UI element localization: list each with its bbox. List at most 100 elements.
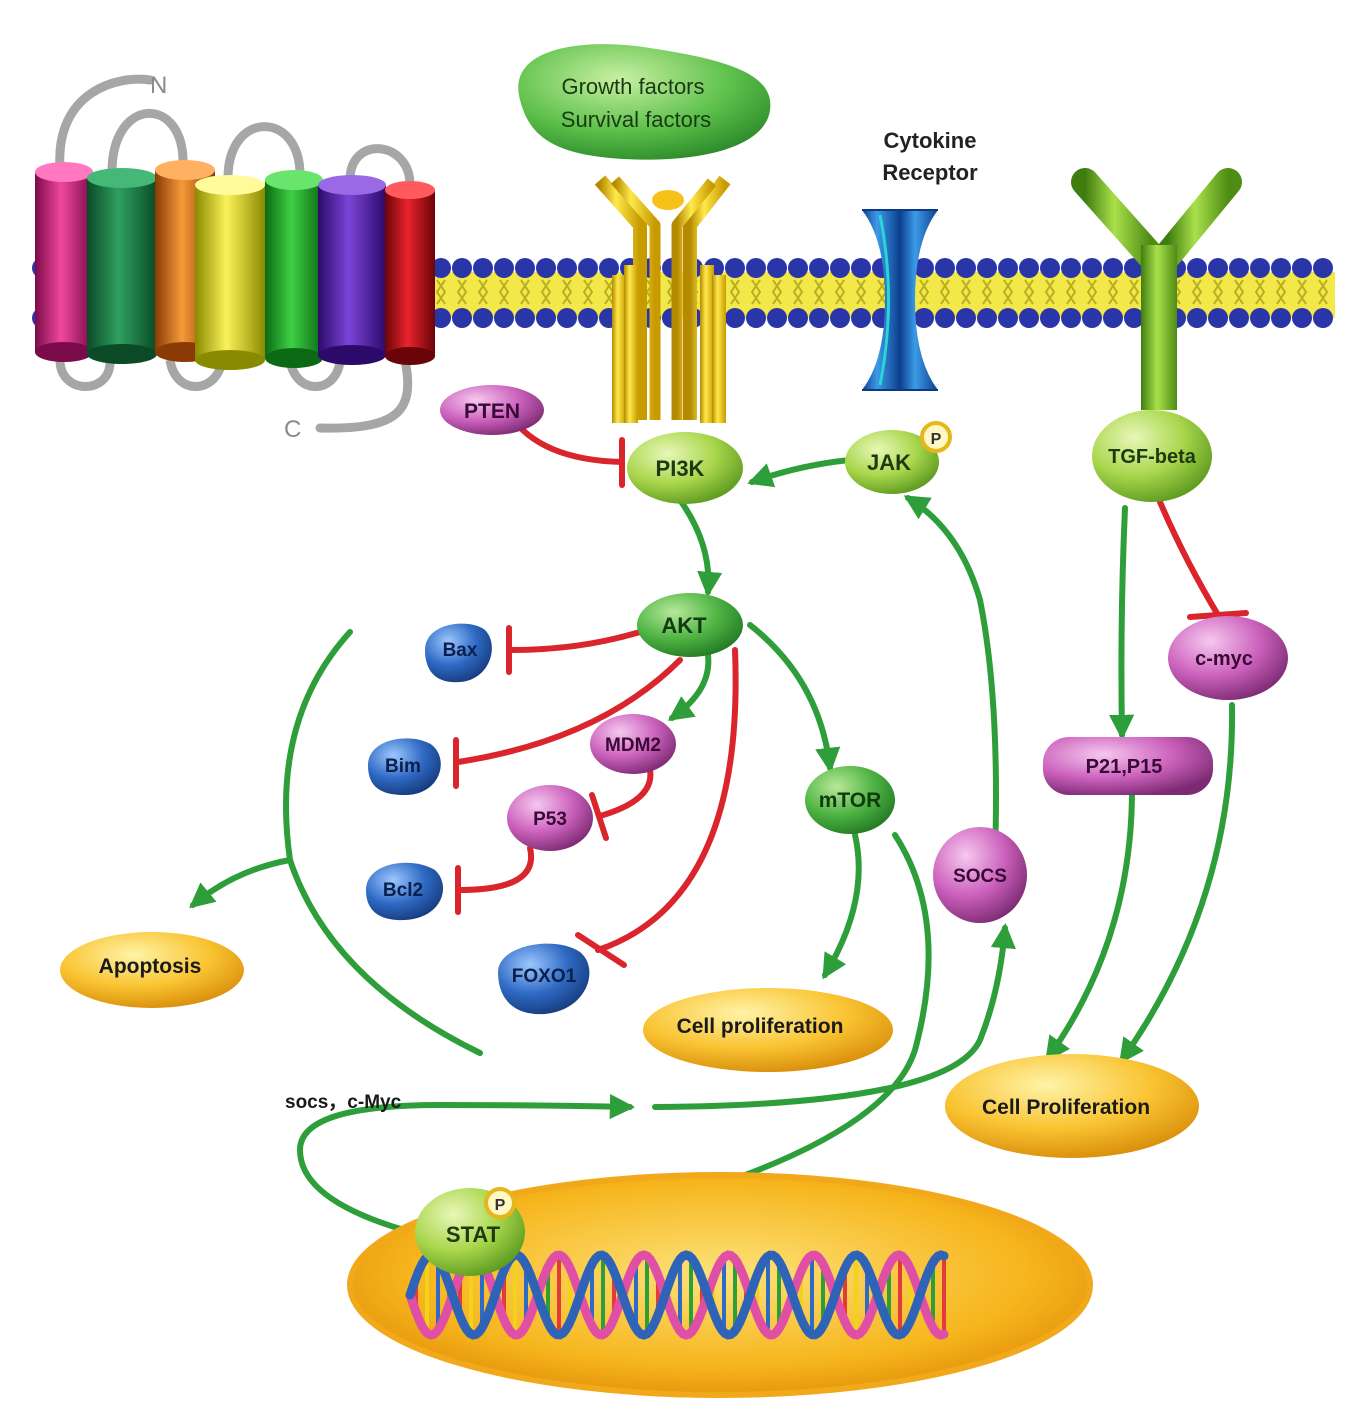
jak-phospho-label: P xyxy=(931,431,942,448)
arrow-to-socs xyxy=(652,922,1016,1110)
node-bim: Bim xyxy=(368,738,441,795)
arrow-pi3k-to-akt xyxy=(677,497,723,598)
phospholipid-head xyxy=(977,308,997,328)
inhibit-p53-bcl2 xyxy=(457,845,535,893)
jak-phospho-badge xyxy=(920,421,952,453)
arrow-to-apoptosis xyxy=(189,857,293,909)
stat-phospho-label: P xyxy=(495,1197,506,1214)
phospholipid-head xyxy=(1313,258,1333,278)
gpcr-n-terminus: N xyxy=(150,72,167,99)
gpcr-loop xyxy=(55,359,115,391)
node-pi3k-label: PI3K xyxy=(656,456,705,481)
gpcr-helix-6 xyxy=(318,175,386,365)
node-foxo1: FOXO1 xyxy=(498,943,590,1015)
node-akt-label: AKT xyxy=(661,613,707,638)
node-mtor-label: mTOR xyxy=(819,789,882,812)
arrow-stat-targets xyxy=(296,1093,636,1240)
node-bim-label: Bim xyxy=(385,756,421,777)
phospholipid-head xyxy=(809,308,829,328)
tgf-beta-receptor xyxy=(1071,168,1242,410)
phospholipid-head xyxy=(1061,308,1081,328)
phospholipid-head xyxy=(998,258,1018,278)
node-foxo1-label: FOXO1 xyxy=(512,966,577,987)
node-p53-label: P53 xyxy=(533,809,567,830)
arrow-cmyc-to-proliferation xyxy=(1119,702,1236,1065)
phospholipid-head xyxy=(1208,308,1228,328)
gpcr-helix-2 xyxy=(87,168,157,364)
phospholipid-head xyxy=(473,258,493,278)
gpcr-c-tail xyxy=(315,355,413,433)
phospholipid-head xyxy=(977,258,997,278)
phospholipid-head xyxy=(494,258,514,278)
phospholipid-head xyxy=(599,258,619,278)
node-p21-label: P21,P15 xyxy=(1086,756,1163,778)
nucleus xyxy=(347,1172,1093,1398)
phospholipid-head xyxy=(1292,308,1312,328)
phospholipid-head xyxy=(1124,308,1144,328)
phospholipid-head xyxy=(830,258,850,278)
inhibit-tgf-cmyc xyxy=(1157,499,1221,618)
inhibition-lines xyxy=(453,412,1249,968)
node-akt: AKT xyxy=(637,593,743,657)
gpcr-helix-1 xyxy=(35,162,93,362)
arrow-akt-to-mdm2 xyxy=(667,652,712,721)
phospholipid-head xyxy=(1229,308,1249,328)
node-pi3k: PI3K xyxy=(627,432,743,504)
phospholipid-head xyxy=(536,258,556,278)
phospholipid-head xyxy=(536,308,556,328)
node-bcl2: Bcl2 xyxy=(366,862,444,921)
node-socs: SOCS xyxy=(933,827,1027,923)
phospholipid-head xyxy=(452,308,472,328)
phospholipid-head xyxy=(935,258,955,278)
phospholipid-head xyxy=(956,308,976,328)
phospholipid-head xyxy=(431,258,451,278)
node-c-myc: c-myc xyxy=(1168,616,1288,700)
arrow-socs-to-jak xyxy=(903,495,999,858)
arrow-akt-to-mtor xyxy=(747,622,841,774)
dna-strand xyxy=(405,1250,949,1340)
node-pten: PTEN xyxy=(440,385,544,435)
node-stat-label: STAT xyxy=(446,1222,501,1247)
phospholipid-head xyxy=(1082,308,1102,328)
gpcr-loop xyxy=(165,359,227,391)
ligand-label-2: Survival factors xyxy=(561,107,711,132)
node-bax-label: Bax xyxy=(443,640,478,661)
phospholipid-head xyxy=(725,258,745,278)
node-bcl2-label: Bcl2 xyxy=(383,880,423,901)
phospholipid-head xyxy=(851,258,871,278)
arrow-jak-to-pi3k xyxy=(747,457,853,488)
node-mdm2-label: MDM2 xyxy=(605,735,661,756)
inhibit-akt-bim xyxy=(455,657,683,765)
phospholipid-head xyxy=(914,308,934,328)
node-tgf-label: TGF-beta xyxy=(1108,446,1197,468)
phospholipid-head xyxy=(1061,258,1081,278)
gpcr-loop xyxy=(107,108,188,173)
phospholipid-head xyxy=(935,308,955,328)
growth-factor-ligand: Growth factors Survival factors xyxy=(518,44,771,160)
inhibit-akt-foxo1 xyxy=(595,647,739,953)
phospholipid-head xyxy=(914,258,934,278)
phospholipid-head xyxy=(746,308,766,328)
phospholipid-head xyxy=(1082,258,1102,278)
dna-helix xyxy=(405,1250,949,1340)
node-socs-label: SOCS xyxy=(953,866,1007,887)
gpcr-loop xyxy=(345,144,415,186)
node-p53: P53 xyxy=(507,785,593,851)
outcome-cell-proliferation-2: Cell Proliferation xyxy=(945,1054,1199,1158)
phospholipid-head xyxy=(431,308,451,328)
phospholipid-head xyxy=(515,308,535,328)
node-cmyc-label: c-myc xyxy=(1195,648,1253,670)
phospholipid-head xyxy=(452,258,472,278)
gpcr-loop xyxy=(285,359,345,391)
phospholipid-head xyxy=(830,308,850,328)
phospholipid-head xyxy=(1313,308,1333,328)
gpcr-receptor: N C xyxy=(35,72,435,443)
node-mtor: mTOR xyxy=(805,766,895,834)
arrow-p21-to-proliferation xyxy=(1045,787,1135,1063)
phospholipid-head xyxy=(1250,308,1270,328)
phospholipid-head xyxy=(1229,258,1249,278)
inhibit-akt-bax xyxy=(509,629,643,653)
stat-target-genes-label: socs，c-Myc xyxy=(285,1092,402,1113)
phospholipid-head xyxy=(746,258,766,278)
